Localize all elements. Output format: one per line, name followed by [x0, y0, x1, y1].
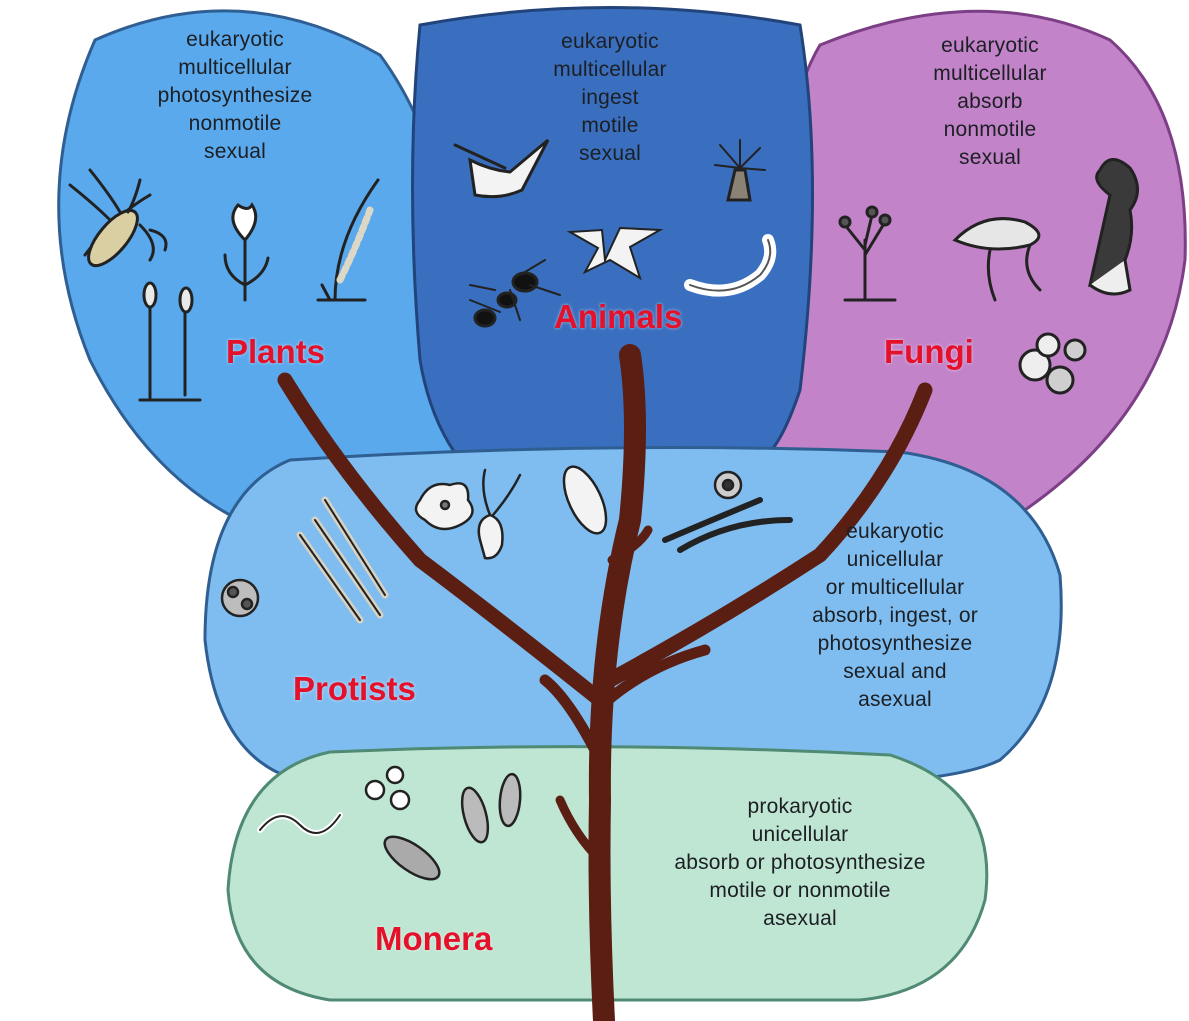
protists-label: Protists [293, 670, 416, 708]
protists-trait: asexual [770, 686, 1020, 714]
plants-label: Plants [226, 333, 325, 371]
monera-trait: unicellular [615, 821, 985, 849]
plants-trait: nonmotile [125, 110, 345, 138]
animals-trait: motile [500, 112, 720, 140]
plants-trait: sexual [125, 138, 345, 166]
fungi-traits: eukaryotic multicellular absorb nonmotil… [880, 32, 1100, 172]
monera-traits: prokaryotic unicellular absorb or photos… [615, 793, 985, 933]
protists-trait: photosynthesize [770, 630, 1020, 658]
monera-trait: motile or nonmotile [615, 877, 985, 905]
monera-label: Monera [375, 920, 492, 958]
plants-trait: photosynthesize [125, 82, 345, 110]
plants-trait: multicellular [125, 54, 345, 82]
fungi-trait: eukaryotic [880, 32, 1100, 60]
animals-trait: multicellular [500, 56, 720, 84]
animals-traits: eukaryotic multicellular ingest motile s… [500, 28, 720, 168]
animals-trait: ingest [500, 84, 720, 112]
plants-trait: eukaryotic [125, 26, 345, 54]
fungi-trait: nonmotile [880, 116, 1100, 144]
plants-traits: eukaryotic multicellular photosynthesize… [125, 26, 345, 166]
monera-trait: asexual [615, 905, 985, 933]
protists-trait: absorb, ingest, or [770, 602, 1020, 630]
animals-trait: eukaryotic [500, 28, 720, 56]
protists-trait: unicellular [770, 546, 1020, 574]
fungi-label: Fungi [884, 333, 974, 371]
monera-trait: absorb or photosynthesize [615, 849, 985, 877]
protists-trait: or multicellular [770, 574, 1020, 602]
protists-trait: sexual and [770, 658, 1020, 686]
monera-trait: prokaryotic [615, 793, 985, 821]
animals-trait: sexual [500, 140, 720, 168]
protists-traits: eukaryotic unicellular or multicellular … [770, 518, 1020, 714]
fungi-trait: multicellular [880, 60, 1100, 88]
animals-label: Animals [554, 298, 682, 336]
protists-trait: eukaryotic [770, 518, 1020, 546]
fungi-trait: absorb [880, 88, 1100, 116]
fungi-trait: sexual [880, 144, 1100, 172]
